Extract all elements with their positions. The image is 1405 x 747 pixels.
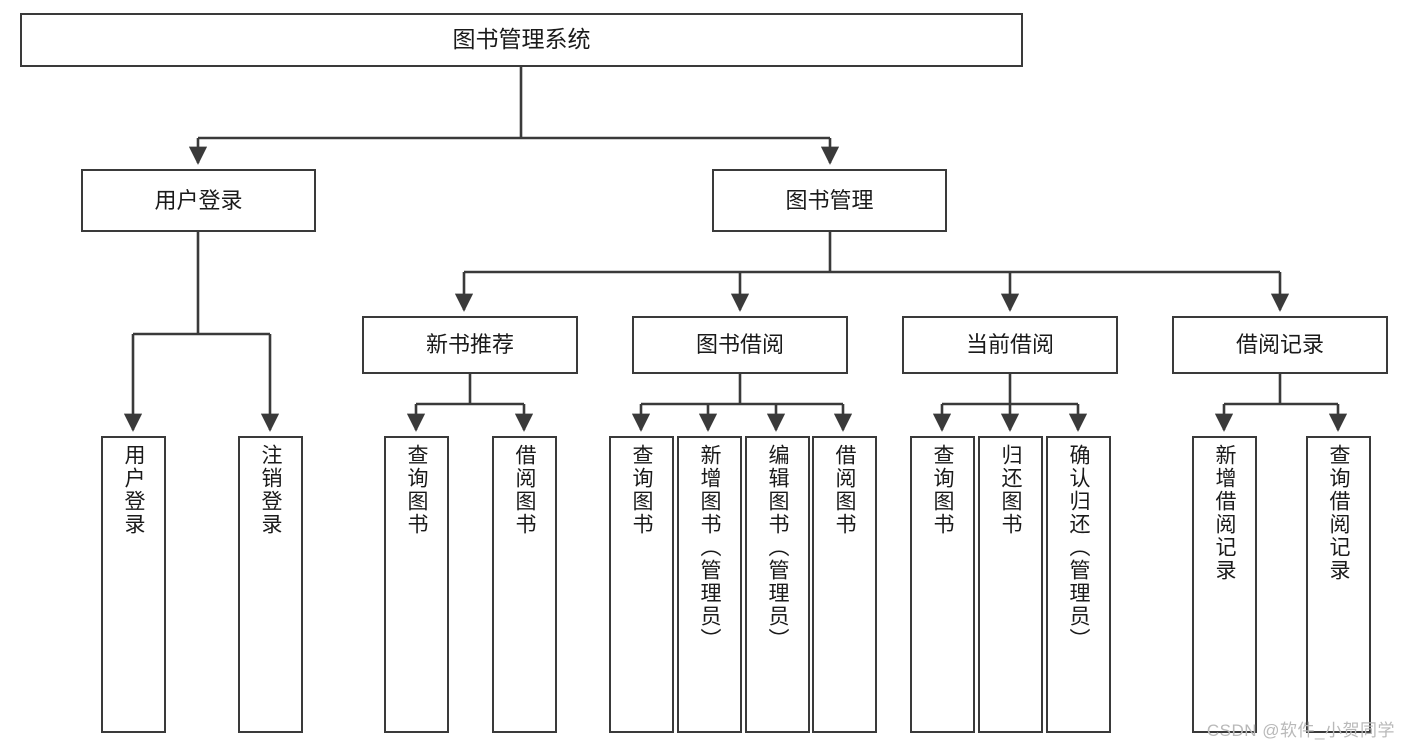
node-label: 注销登录 <box>259 444 282 536</box>
node-new-book-recommend[interactable]: 新书推荐 <box>362 316 578 374</box>
node-leaf-confirm-return[interactable]: 确认归还（管理员） <box>1046 436 1111 733</box>
node-leaf-add-book[interactable]: 新增图书（管理员） <box>677 436 742 733</box>
node-label: 借阅图书 <box>833 444 856 536</box>
node-label: 借阅记录 <box>1235 332 1324 358</box>
csdn-watermark: CSDN @软件_小贺同学 <box>1206 721 1395 740</box>
node-label: 编辑图书（管理员） <box>766 444 789 651</box>
node-leaf-borrow-book-1[interactable]: 借阅图书 <box>492 436 557 733</box>
node-leaf-add-borrow-record[interactable]: 新增借阅记录 <box>1192 436 1257 733</box>
node-leaf-edit-book[interactable]: 编辑图书（管理员） <box>745 436 810 733</box>
node-label: 查询借阅记录 <box>1327 444 1350 582</box>
node-label: 图书管理系统 <box>452 26 591 53</box>
node-user-login[interactable]: 用户登录 <box>81 169 316 232</box>
node-label: 新增借阅记录 <box>1213 444 1236 582</box>
node-leaf-return-book[interactable]: 归还图书 <box>978 436 1043 733</box>
node-label: 查询图书 <box>405 444 428 536</box>
node-label: 借阅图书 <box>513 444 536 536</box>
node-leaf-query-borrow-record[interactable]: 查询借阅记录 <box>1306 436 1371 733</box>
node-label: 确认归还（管理员） <box>1067 444 1090 651</box>
node-leaf-borrow-book-2[interactable]: 借阅图书 <box>812 436 877 733</box>
node-label: 查询图书 <box>931 444 954 536</box>
node-book-borrow[interactable]: 图书借阅 <box>632 316 848 374</box>
node-label: 新增图书（管理员） <box>698 444 721 651</box>
node-leaf-query-book-3[interactable]: 查询图书 <box>910 436 975 733</box>
node-book-management-system[interactable]: 图书管理系统 <box>20 13 1023 67</box>
node-leaf-logout-login[interactable]: 注销登录 <box>238 436 303 733</box>
node-book-manage[interactable]: 图书管理 <box>712 169 947 232</box>
node-label: 图书管理 <box>785 187 874 213</box>
node-label: 归还图书 <box>999 444 1022 536</box>
node-leaf-query-book-2[interactable]: 查询图书 <box>609 436 674 733</box>
node-leaf-user-login[interactable]: 用户登录 <box>101 436 166 733</box>
node-label: 当前借阅 <box>965 332 1054 358</box>
node-label: 新书推荐 <box>425 332 514 358</box>
node-label: 用户登录 <box>122 444 145 536</box>
node-current-borrow[interactable]: 当前借阅 <box>902 316 1118 374</box>
node-label: 用户登录 <box>154 187 243 213</box>
node-label: 查询图书 <box>630 444 653 536</box>
node-leaf-query-book-1[interactable]: 查询图书 <box>384 436 449 733</box>
node-borrow-record[interactable]: 借阅记录 <box>1172 316 1388 374</box>
node-label: 图书借阅 <box>695 332 784 358</box>
